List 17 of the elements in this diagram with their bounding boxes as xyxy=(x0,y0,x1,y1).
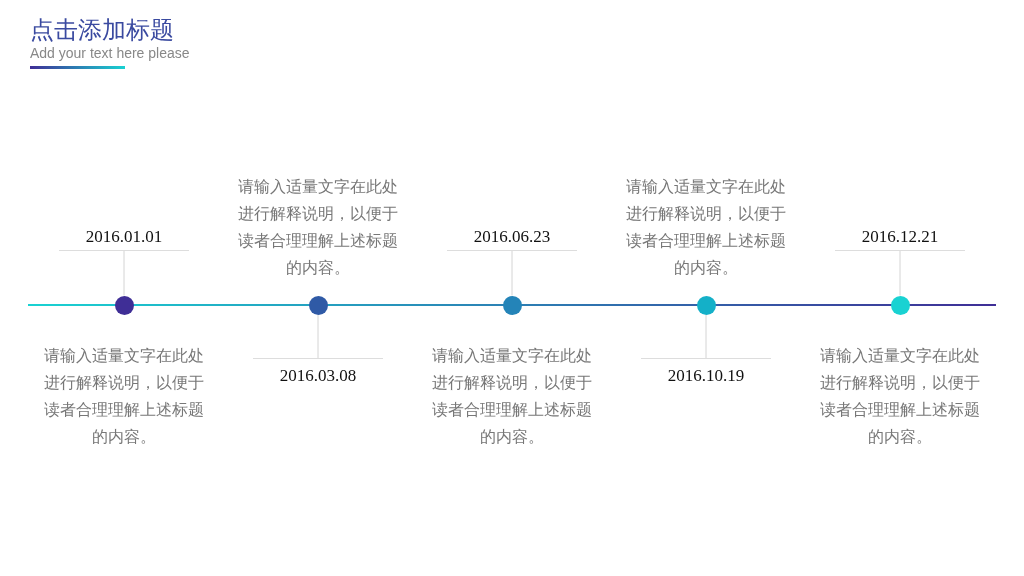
title: 点击添加标题 xyxy=(30,16,174,44)
timeline-dot xyxy=(502,295,522,315)
date-label: 2016.10.19 xyxy=(641,358,771,387)
timeline-dot xyxy=(696,295,716,315)
description-text: 请输入适量文字在此处进行解释说明，以便于读者合理理解上述标题的内容。 xyxy=(43,345,205,448)
description-text: 请输入适量文字在此处进行解释说明，以便于读者合理理解上述标题的内容。 xyxy=(625,176,787,279)
description-text: 请输入适量文字在此处进行解释说明，以便于读者合理理解上述标题的内容。 xyxy=(431,345,593,448)
date-label: 2016.06.23 xyxy=(447,226,577,251)
subtitle: Add your text here please xyxy=(30,44,190,62)
timeline-dot xyxy=(114,295,134,315)
date-label: 2016.12.21 xyxy=(835,226,965,251)
timeline-dot xyxy=(308,295,328,315)
date-label: 2016.01.01 xyxy=(59,226,189,251)
date-label: 2016.03.08 xyxy=(253,358,383,387)
description-text: 请输入适量文字在此处进行解释说明，以便于读者合理理解上述标题的内容。 xyxy=(237,176,399,279)
timeline-dot xyxy=(890,295,910,315)
description-text: 请输入适量文字在此处进行解释说明，以便于读者合理理解上述标题的内容。 xyxy=(819,345,981,448)
